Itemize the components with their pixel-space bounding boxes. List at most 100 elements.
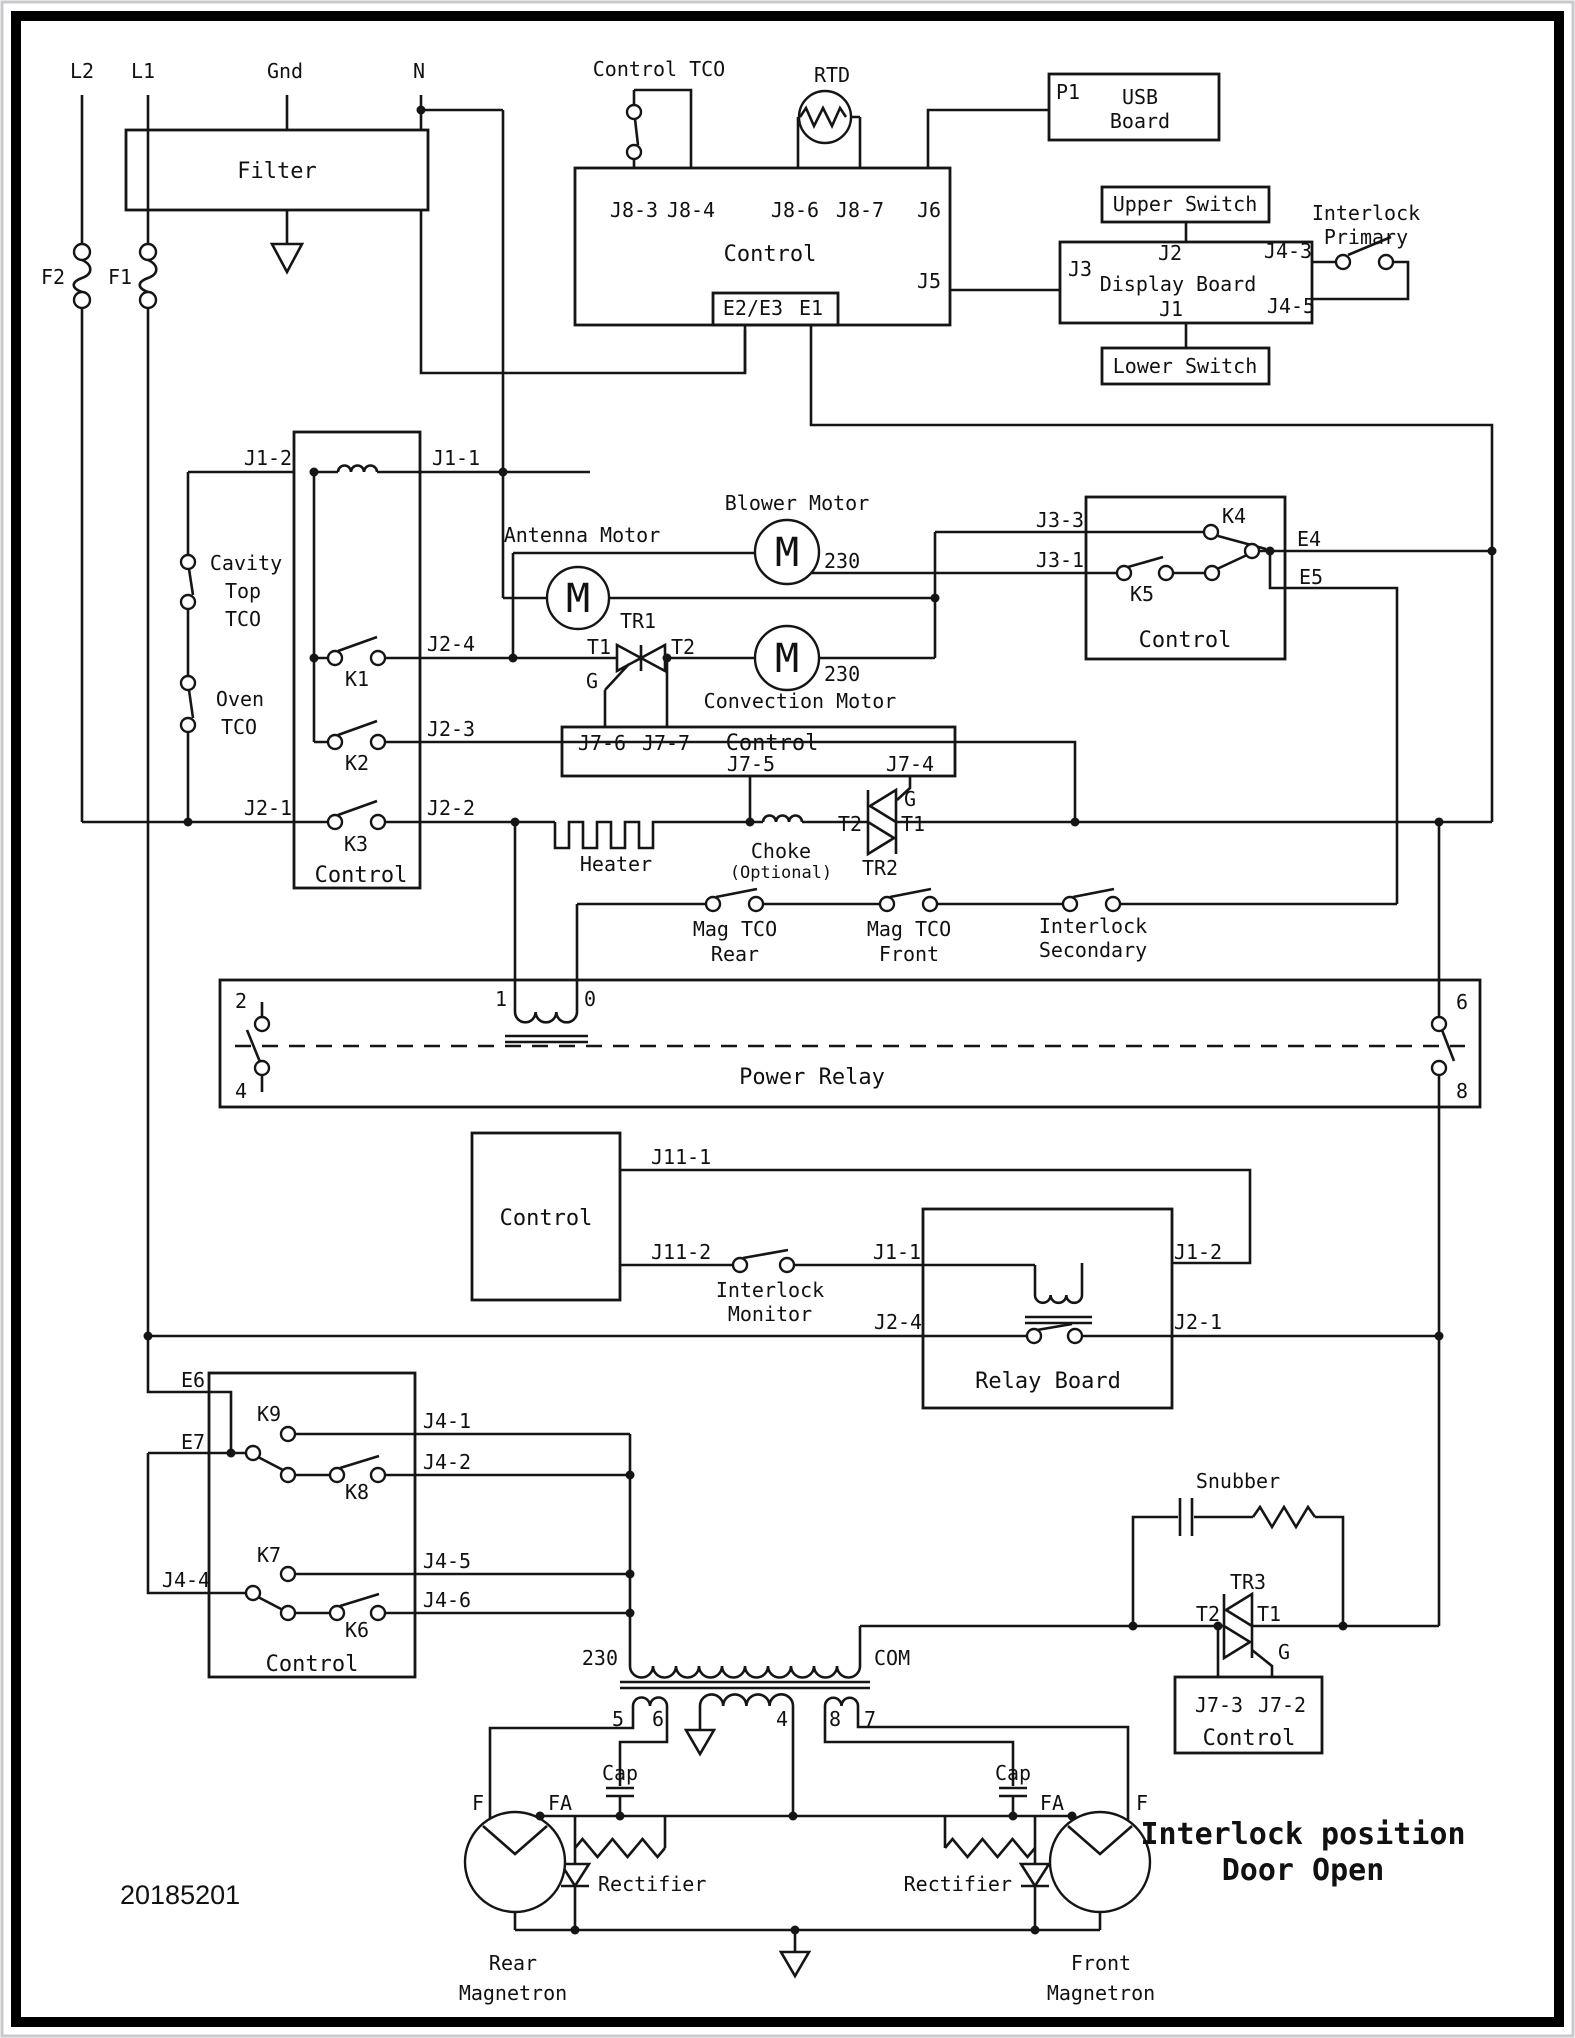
relay-contact-2-4-icon [253,1015,271,1033]
interlock-secondary-switch-icon [1104,895,1122,913]
control-tco-switch-icon [625,143,643,161]
switch-k1-label: K1 [345,667,369,691]
triac-tr3-icon [1222,1591,1254,1661]
tr2-t1-label: T1 [901,812,925,836]
usb-board-label: USB [1122,85,1158,109]
pin-j11-1-label: J11-1 [651,1145,711,1169]
contact-6-label: 6 [1456,990,1468,1014]
pin-p1-label: P1 [1056,80,1080,104]
switch-k3-icon [369,813,387,831]
wires [260,822,1441,1626]
rectifier-diode-icon [1018,1862,1052,1889]
choke-optional-label: (Optional) [730,863,832,883]
fuse-f2-icon [72,242,92,262]
pin-j1-1-label: J1-1 [873,1240,921,1264]
control-tco-switch-icon [625,103,643,121]
relay-contact-6-8-icon [1430,1059,1448,1077]
junction-dot [416,105,426,115]
control-convection-box [560,725,957,778]
mag-tco-front-switch-icon [889,887,932,899]
fuse-f1-icon [138,290,158,310]
rear-magnetron-icon [463,1810,567,1914]
tr2-t2-label: T2 [838,812,862,836]
pin-j8-6-label: J8-6 [771,198,819,222]
oven-tco-label: TCO [221,715,257,739]
control-k69-box [207,1371,417,1679]
terminal-4-label: 4 [776,1707,788,1731]
rear-f-label: F [472,1791,484,1815]
front-magnetron-icon [1048,1810,1152,1914]
mag-tco-rear-switch-icon [704,895,722,913]
filter-box [124,128,430,212]
motor-m-glyph: M [775,636,799,682]
junction-dot [1030,1925,1040,1935]
junction-dot [1070,817,1080,827]
control-tco-switch-icon [633,118,640,146]
interlock-primary-label: Interlock [1312,201,1420,225]
interlock-primary-switch-icon [1347,235,1392,257]
cap-left-label: Cap [602,1761,638,1785]
tr1-t2-label: T2 [671,635,695,659]
junction-dot [309,467,319,477]
tr1-g-label: G [586,669,598,693]
ground-icon [778,1950,812,1979]
relay-board-coil-icon [1025,1294,1092,1325]
junction-dot [1067,1811,1077,1821]
pin-j1-2-label: J1-2 [244,446,292,470]
pin-j1-2-label: J1-2 [1174,1240,1222,1264]
bleed-resistor-icon [574,1836,666,1860]
junction-dot [1213,1621,1223,1631]
control-board-label: Control [724,242,817,267]
cavity-top-tco-label: TCO [225,607,261,631]
pin-j4-5-label: J4-5 [1267,294,1315,318]
wires [632,88,1494,822]
junction-dot [1265,546,1275,556]
motor-section: Antenna Motor Blower Motor Convection Mo… [420,467,1204,827]
transformer-primary-icon [628,1665,862,1679]
rectifier-left-label: Rectifier [598,1872,706,1896]
triac-tr2-icon [866,787,898,857]
motor-m-glyph: M [566,576,590,622]
interlock-monitor-switch-icon [742,1248,789,1260]
terminal-8-label: 8 [829,1707,841,1731]
switch-k9-icon [279,1425,297,1443]
oven-tco-label: Oven [216,687,264,711]
switch-k6-icon [369,1604,387,1622]
heater-label: Heater [580,852,652,876]
junction-dot [625,1608,635,1618]
power-relay-coil-icon [505,1011,588,1044]
switch-k9-k8-common-icon [244,1444,262,1462]
control-tr3-box [1173,1675,1324,1755]
pin-e5-label: E5 [1299,565,1323,589]
terminal-5-label: 5 [612,1707,624,1731]
fuse-f2-icon [72,258,92,294]
switch-k4-icon [1202,523,1220,541]
triac-tr1-icon [604,642,667,691]
usb-board-label: Board [1110,109,1170,133]
interlock-monitor-label: Interlock [716,1278,824,1302]
lower-switch-label: Lower Switch [1113,354,1258,378]
pin-j7-7-label: J7-7 [642,731,690,755]
pin-j1-1-label: J1-1 [432,446,480,470]
control-board-top: Control TCO RTD J8-3 J8-4 J8-6 J8-7 J6 J… [573,57,1494,822]
control-k123-label: Control [315,863,408,888]
switch-k5-icon [1157,564,1175,582]
tr3-g-label: G [1278,1640,1290,1664]
contact-2-label: 2 [235,989,247,1013]
pin-e6-label: E6 [181,1368,205,1392]
control-k123-box [292,430,422,890]
pin-j4-6-label: J4-6 [423,1588,471,1612]
mag-tco-rear-switch-icon [747,895,765,913]
rtd-resistor-icon [798,105,848,130]
pin-j2-1-label: J2-1 [244,796,292,820]
junction-dot [625,1470,635,1480]
junction-dot [1487,546,1497,556]
fuse-f1-icon [138,258,158,294]
pin-j5-label: J5 [917,269,941,293]
relay-board: Relay Board J1-1 J1-2 J2-4 J2-1 [143,1207,1444,1410]
pin-j7-3-label: J7-3 [1195,1693,1243,1717]
usb-board: P1 USB Board [1047,72,1221,142]
control-k45-label: Control [1139,628,1232,653]
junction-dot [788,1811,798,1821]
display-board: Upper Switch Lower Switch Display Board … [1058,185,1420,386]
